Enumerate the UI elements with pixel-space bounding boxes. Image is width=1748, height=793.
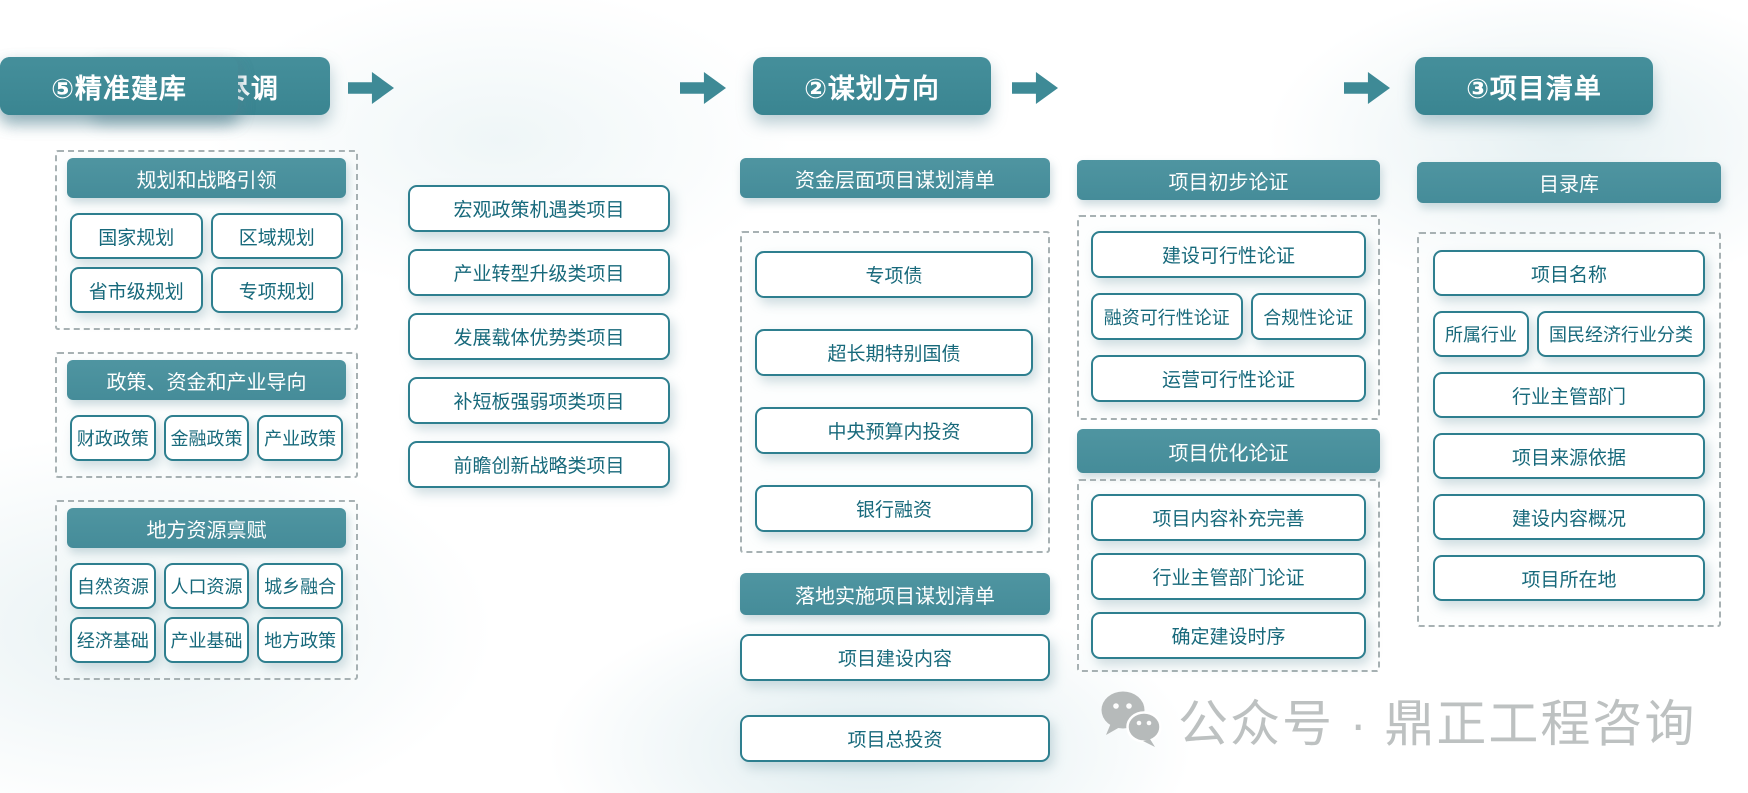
- flow-node: 合规性论证: [1250, 293, 1366, 340]
- wechat-icon: [1098, 689, 1164, 752]
- flow-node: 确定建设时序: [1091, 612, 1366, 659]
- group-header-bar: 项目优化论证: [1077, 429, 1380, 473]
- flow-node: 建设内容概况: [1433, 494, 1705, 540]
- arrow-right-icon: [1012, 72, 1058, 104]
- step-header-3: ③项目清单: [1415, 57, 1653, 115]
- flow-node: 地方政策: [257, 617, 343, 663]
- flow-node: 金融政策: [163, 415, 250, 461]
- group-规划和战略引领: 规划和战略引领国家规划区域规划省市级规划专项规划: [55, 150, 358, 330]
- flow-node: 区域规划: [210, 213, 343, 259]
- group-items-grid: 国家规划区域规划省市级规划专项规划: [70, 213, 343, 313]
- flow-node: 补短板强弱项类项目: [408, 377, 670, 424]
- flow-node: 财政政策: [70, 415, 156, 461]
- flow-node: 运营可行性论证: [1091, 355, 1366, 402]
- group-header-bar: 地方资源禀赋: [67, 508, 346, 548]
- arrow-right-icon: [1344, 72, 1390, 104]
- arrow-right-icon: [680, 72, 726, 104]
- node-row: 融资可行性论证合规性论证: [1091, 293, 1366, 340]
- flow-node: 城乡融合: [257, 563, 343, 609]
- group-政策、资金和产业导向: 政策、资金和产业导向财政政策金融政策产业政策: [55, 352, 358, 478]
- flow-node: 项目所在地: [1433, 555, 1705, 601]
- flow-node: 项目内容补充完善: [1091, 494, 1366, 541]
- group-header-bar: 政策、资金和产业导向: [67, 360, 346, 400]
- group-header-bar: 资金层面项目谋划清单: [740, 158, 1050, 198]
- group-items-grid: 财政政策金融政策产业政策: [70, 415, 343, 461]
- flow-node: 发展载体优势类项目: [408, 313, 670, 360]
- flow-node: 国民经济行业分类: [1537, 311, 1705, 357]
- flow-node: 融资可行性论证: [1091, 293, 1243, 340]
- preliminary-review-group: 建设可行性论证融资可行性论证合规性论证运营可行性论证: [1077, 215, 1380, 420]
- watermark-text: 公众号 · 鼎正工程咨询: [1178, 696, 1697, 752]
- node-row: 所属行业国民经济行业分类: [1433, 311, 1705, 357]
- funding-list-group: 专项债超长期特别国债中央预算内投资银行融资: [740, 231, 1050, 553]
- flow-node: 项目总投资: [740, 715, 1050, 762]
- flow-node: 项目名称: [1433, 250, 1705, 296]
- column-database: 目录库项目名称所属行业国民经济行业分类行业主管部门项目来源依据建设内容概况项目所…: [1417, 162, 1721, 627]
- flow-node: 行业主管部门论证: [1091, 553, 1366, 600]
- flow-node: 前瞻创新战略类项目: [408, 441, 670, 488]
- group-items-grid: 自然资源人口资源城乡融合经济基础产业基础地方政策: [70, 563, 343, 663]
- flow-node: 专项债: [755, 251, 1033, 298]
- flow-node: 国家规划: [70, 213, 203, 259]
- arrow-right-icon: [348, 72, 394, 104]
- group-header-bar: 落地实施项目谋划清单: [740, 573, 1050, 615]
- step-header-2: ②谋划方向: [753, 57, 991, 115]
- flow-node: 经济基础: [70, 617, 156, 663]
- flow-node: 银行融资: [755, 485, 1033, 532]
- column-survey: 规划和战略引领国家规划区域规划省市级规划专项规划政策、资金和产业导向财政政策金融…: [55, 150, 358, 702]
- flow-node: 人口资源: [163, 563, 250, 609]
- catalog-group: 项目名称所属行业国民经济行业分类行业主管部门项目来源依据建设内容概况项目所在地: [1417, 232, 1721, 627]
- flow-node: 行业主管部门: [1433, 372, 1705, 418]
- flow-node: 建设可行性论证: [1091, 231, 1366, 278]
- flow-node: 宏观政策机遇类项目: [408, 185, 670, 232]
- flow-node: 专项规划: [210, 267, 343, 313]
- flow-node: 产业政策: [257, 415, 343, 461]
- flow-node: 省市级规划: [70, 267, 203, 313]
- group-地方资源禀赋: 地方资源禀赋自然资源人口资源城乡融合经济基础产业基础地方政策: [55, 500, 358, 680]
- flow-node: 项目来源依据: [1433, 433, 1705, 479]
- column-planning-direction: 宏观政策机遇类项目产业转型升级类项目发展载体优势类项目补短板强弱项类项目前瞻创新…: [408, 185, 670, 488]
- group-header-bar: 目录库: [1417, 162, 1721, 203]
- flow-node: 中央预算内投资: [755, 407, 1033, 454]
- flow-node: 超长期特别国债: [755, 329, 1033, 376]
- flow-node: 项目建设内容: [740, 634, 1050, 681]
- flow-node: 产业基础: [163, 617, 250, 663]
- watermark: 公众号 · 鼎正工程咨询: [1098, 684, 1696, 756]
- flow-node: 产业转型升级类项目: [408, 249, 670, 296]
- flow-node: 所属行业: [1433, 311, 1529, 357]
- column-evaluation: 项目初步论证建设可行性论证融资可行性论证合规性论证运营可行性论证项目优化论证项目…: [1077, 160, 1380, 672]
- optimization-review-group: 项目内容补充完善行业主管部门论证确定建设时序: [1077, 479, 1380, 672]
- group-header-bar: 项目初步论证: [1077, 160, 1380, 200]
- column-project-list: 资金层面项目谋划清单专项债超长期特别国债中央预算内投资银行融资落地实施项目谋划清…: [740, 158, 1050, 762]
- step-header-5: ⑤精准建库: [0, 57, 238, 115]
- flow-node: 自然资源: [70, 563, 156, 609]
- group-header-bar: 规划和战略引领: [67, 158, 346, 198]
